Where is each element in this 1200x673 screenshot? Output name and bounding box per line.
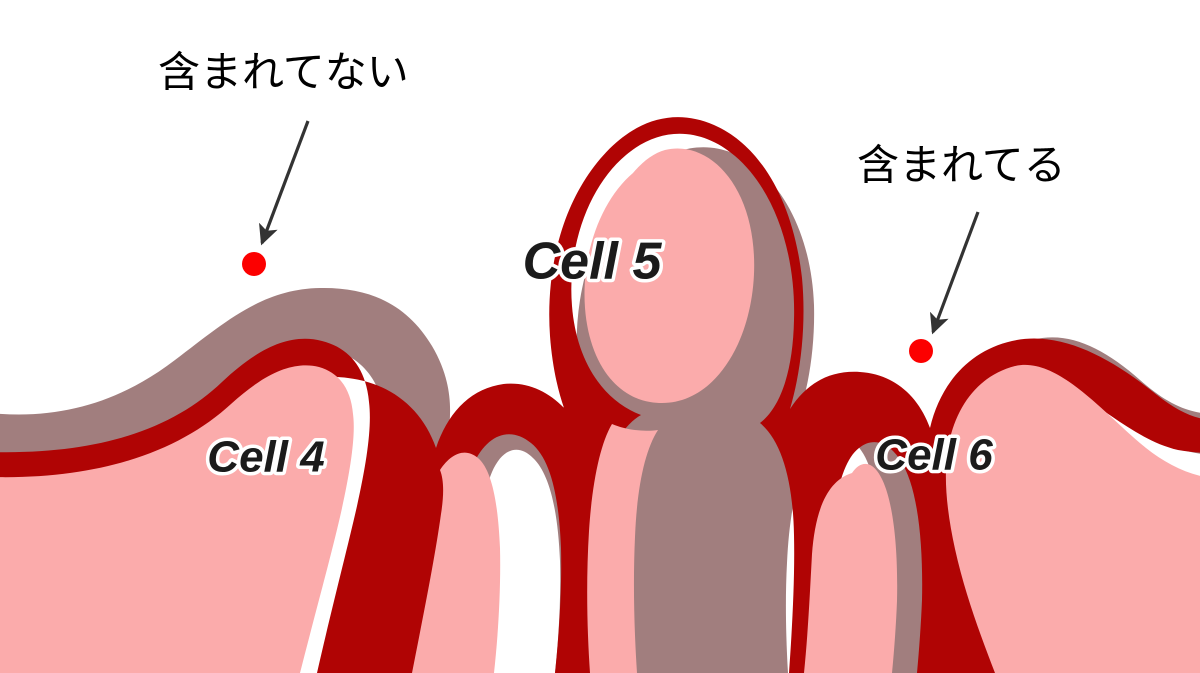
marker-dots-layer [242,252,933,363]
annotation-arrows-layer [259,120,980,335]
cell-4-membrane [0,117,1200,673]
marker-dot-inside[interactable] [909,339,933,363]
annotation-text-layer: 含まれてない 含まれてる [158,48,1066,190]
annotation-label-included: 含まれてる [857,141,1066,190]
cell-4-label: Cell 4 [207,433,324,482]
cell-5-cytoplasm [584,148,755,404]
marker-dot-outside[interactable] [242,252,266,276]
annotation-arrow-included [930,211,980,335]
cell-5-cytoplasm-extension-left [587,424,658,673]
cell-6-cytoplasm [945,364,1200,673]
cell-5-label: Cell 5 [523,233,663,291]
annotation-arrow-not-included [259,120,310,246]
cell-6-label: Cell 6 [875,431,993,480]
cell-labels-layer: Cell 4 Cell 5 Cell 6 [204,229,997,485]
annotation-label-not-included: 含まれてない [158,48,409,97]
cell-4-cytoplasm [0,365,354,673]
cell-4-lower-lobe-cytoplasm [412,452,501,673]
cell-6-lower-lobe-cytoplasm [804,463,898,673]
membrane-layer [0,117,1200,673]
cytoplasm-layer [0,148,1200,673]
